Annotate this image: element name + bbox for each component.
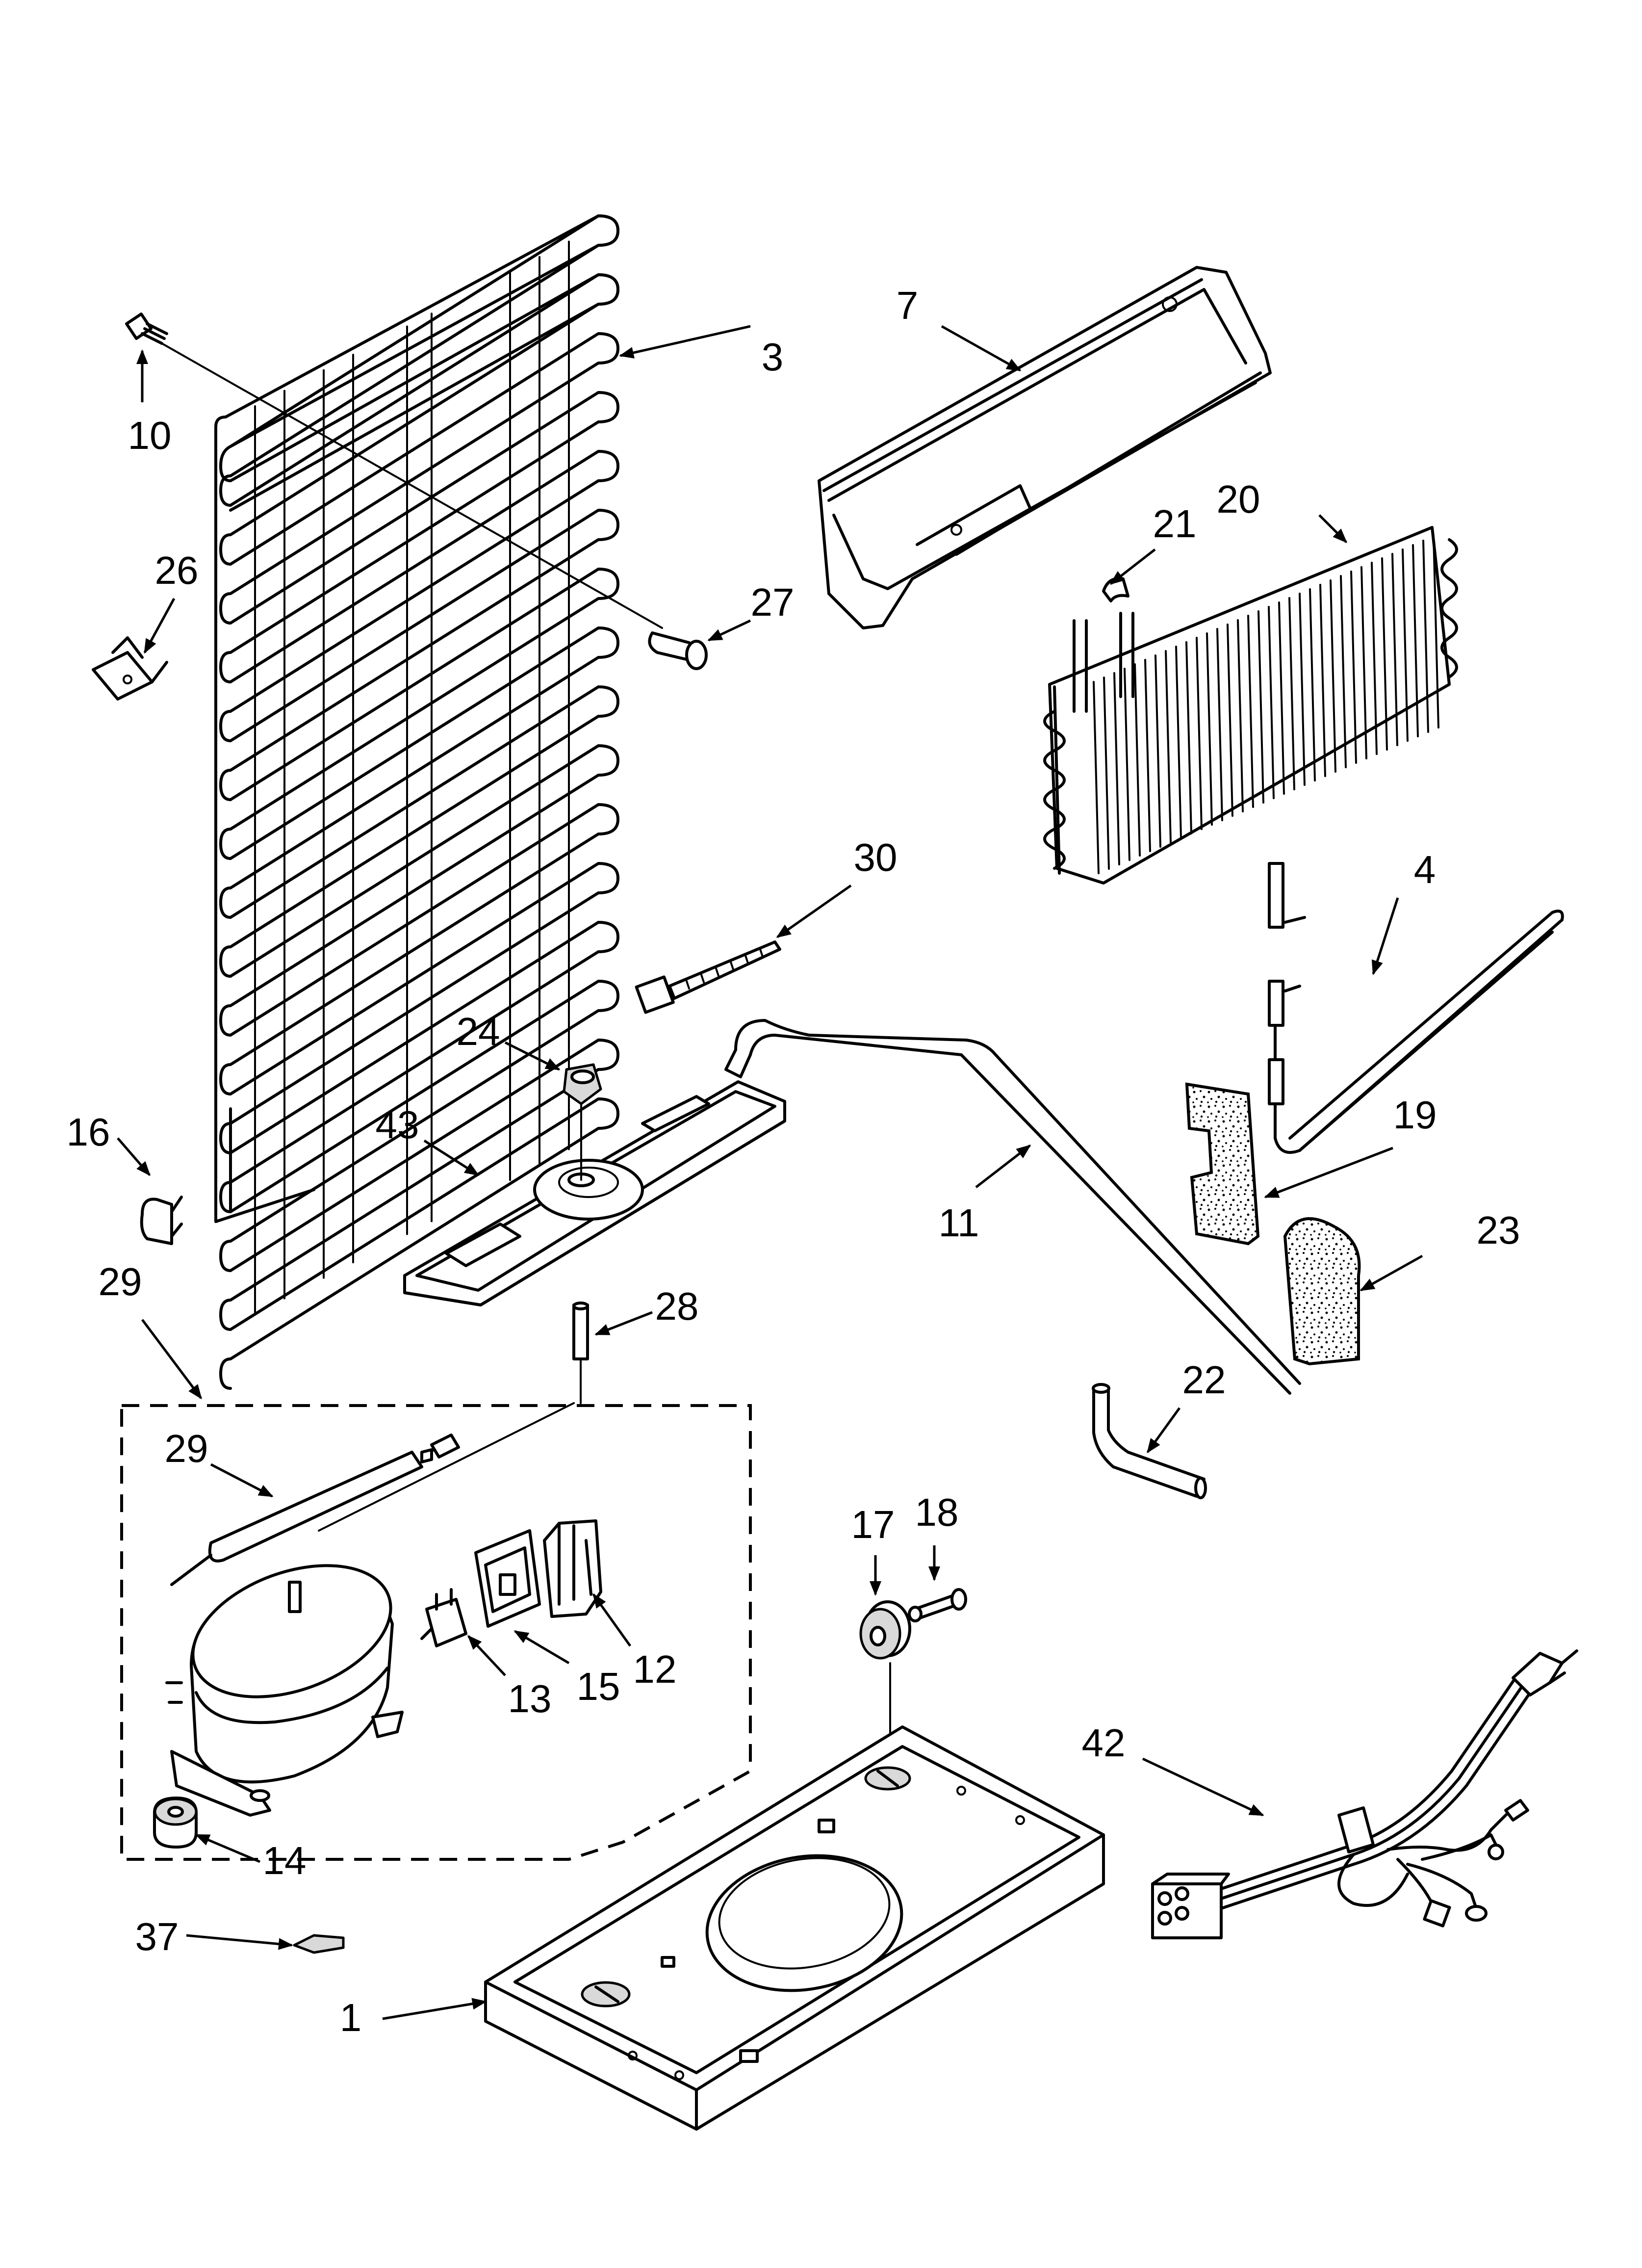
label-37: 37 [135,1915,179,1958]
nut-part-24 [563,1063,602,1105]
label-19: 19 [1393,1093,1437,1137]
compressor-kit-boundary [120,1404,752,1861]
grommet-part-14 [153,1797,198,1849]
grommet-part-17 [859,1600,911,1660]
label-4: 4 [1414,848,1436,891]
label-25: 26 [155,548,199,592]
label-12: 12 [633,1647,677,1691]
label-27: 28 [655,1284,699,1328]
drier-part-29 [170,1402,575,1586]
foam-block-part-23 [1283,1217,1361,1366]
label-7: 7 [897,284,919,327]
tube-part-22 [1092,1383,1207,1499]
evaporator-part-20 [1043,526,1458,885]
wire-harness-part-42 [1151,1649,1578,1939]
label-18: 18 [915,1490,959,1534]
label-29: 29 [165,1427,208,1470]
screw-part-10 [125,313,168,345]
base-pan-part-1 [484,1725,1105,2131]
label-13: 13 [508,1677,552,1721]
label-43: 43 [376,1103,419,1147]
compressor [165,1564,404,1817]
clip-part-16 [140,1196,183,1245]
label-24: 24 [457,1010,500,1053]
condenser-coil [214,214,619,1390]
pin-part-18 [908,1588,967,1622]
relay-cover-part-12 [543,1519,602,1618]
label-16: 16 [67,1110,110,1154]
label-20: 20 [1217,477,1260,521]
foam-block-part-19 [1185,1082,1260,1246]
label-22: 22 [1182,1358,1226,1402]
tube-part-27 [572,1302,589,1360]
evaporator-cover-part-7 [818,266,1272,629]
callout-labels: 7 3 10 20 21 26 27 30 4 24 43 16 19 11 2… [67,284,1520,2039]
label-21: 21 [1153,502,1197,546]
label-26: 27 [751,580,795,624]
label-42: 42 [1082,1721,1126,1765]
label-10: 10 [128,414,172,457]
cable-tie-part-30 [635,940,781,1014]
leader-lines [117,325,1423,2020]
label-28: 29 [99,1260,142,1303]
defrost-heater-part-4 [1268,862,1564,1154]
label-1: 1 [340,1996,362,2039]
label-11: 11 [938,1201,979,1245]
label-15: 15 [577,1665,620,1708]
clip-part-37 [293,1934,345,1954]
overload-part-13 [420,1588,467,1647]
drain-tube-part-11 [724,1019,1301,1395]
bracket-part-25 [92,636,168,701]
label-17: 17 [851,1503,895,1546]
spacer-part-26 [648,631,708,670]
label-3: 3 [762,335,784,379]
clip-part-21 [1102,577,1129,602]
relay-part-15 [474,1529,541,1628]
label-30: 30 [854,835,898,879]
label-14: 14 [263,1839,307,1882]
label-23: 23 [1477,1208,1520,1252]
drain-pan-part-43 [403,1080,786,1306]
